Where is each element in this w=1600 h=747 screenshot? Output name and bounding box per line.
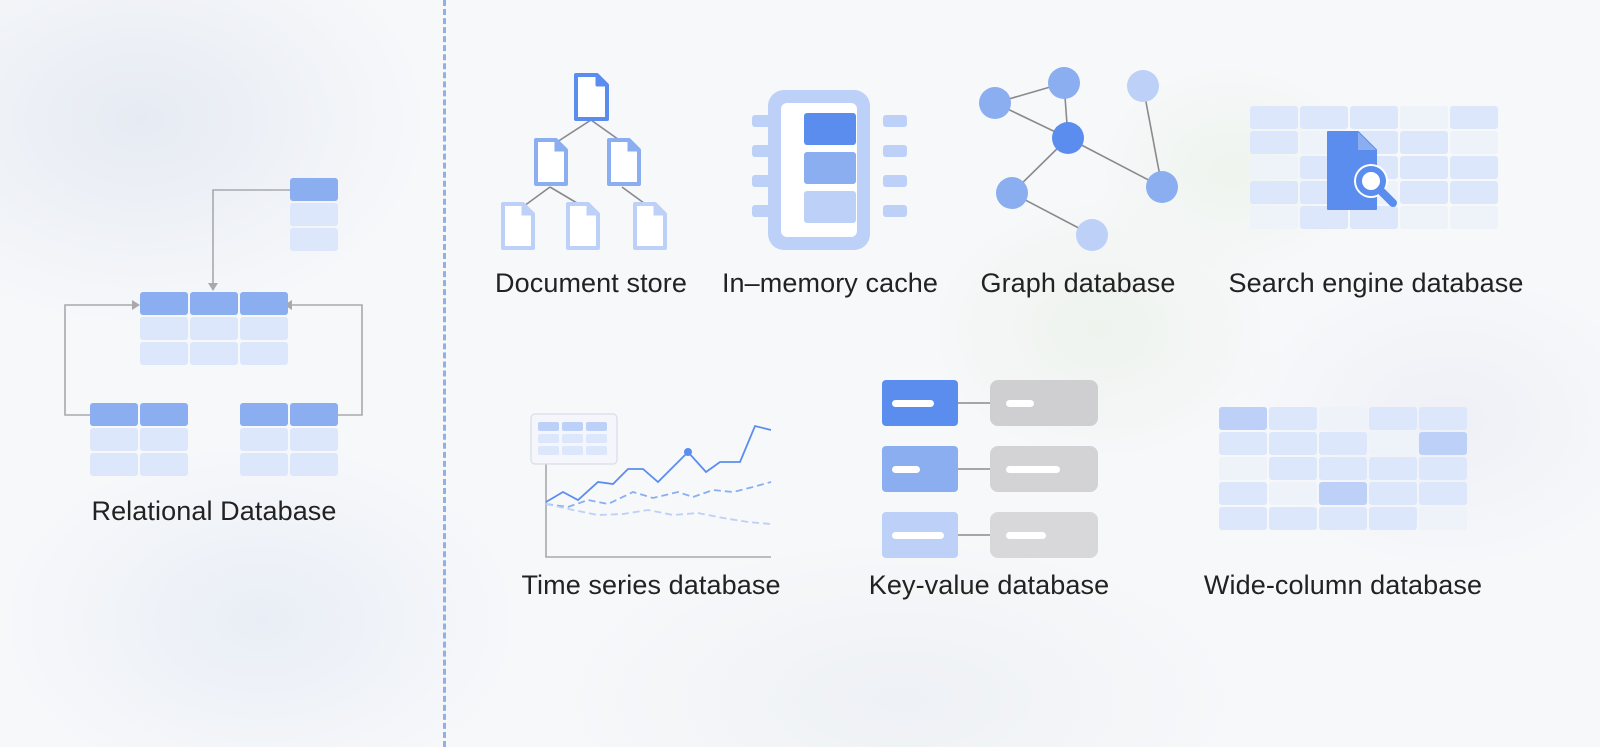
search-engine-database-label: Search engine database [1228, 268, 1524, 298]
section-divider [443, 0, 446, 747]
key-value-database-label: Key-value database [868, 570, 1110, 600]
graph-database-label: Graph database [980, 268, 1176, 298]
time-series-database-label: Time series database [521, 570, 781, 600]
document-store-label: Document store [495, 268, 687, 298]
wide-column-database-icon [1219, 407, 1467, 530]
relational-database-icon [64, 178, 363, 476]
relational-database-label: Relational Database [91, 496, 337, 526]
graph-database-icon [979, 67, 1178, 251]
time-series-database-icon [530, 413, 772, 558]
key-value-database-icon [882, 380, 1098, 558]
document-store-icon [501, 73, 667, 250]
in-memory-cache-label: In–memory cache [721, 268, 939, 298]
in-memory-cache-icon [752, 90, 907, 250]
wide-column-database-label: Wide-column database [1203, 570, 1483, 600]
search-engine-database-icon [1250, 106, 1498, 229]
